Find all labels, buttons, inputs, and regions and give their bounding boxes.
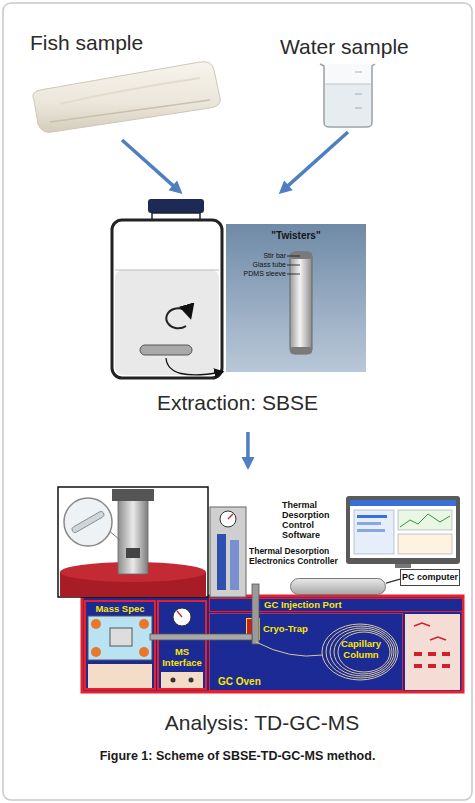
pc-monitor [346,496,460,568]
component-label: Mass Spec [86,603,154,614]
connector-stroke [286,132,348,187]
fish-fillet [33,62,220,133]
capillary-coil [256,624,398,680]
controller-capsule: Thermal Desorption Electronics Controlle… [290,578,386,595]
software-label: Thermal Desorption Control Software [282,500,346,540]
arrow-head [241,457,254,470]
thermal-desorber-photo [58,487,208,598]
sample-box: Fish sample [22,28,222,140]
connector-line [386,579,400,583]
flow-arrow [241,432,254,470]
step-heading: Extraction: SBSE [100,390,375,416]
flow-arrow [279,132,348,194]
component-label: Thermal Desorption Electronics Controlle… [249,546,345,566]
figure-frame [3,3,472,800]
cryo-trap-box: Cryo-Trap [246,618,260,640]
component-label: GC Oven [218,676,298,688]
sample-heading: Fish sample [30,30,220,56]
extraction-box: Extraction: SBSE "Twisters" Stir barGlass … [100,194,375,426]
step-heading: Analysis: TD-GC-MS [56,710,468,736]
injection-port-bar: GC Injection Port [209,598,463,612]
arrow-head [168,180,182,194]
thermal-desorption-unit [210,507,259,644]
sample-heading: Water sample [280,34,430,60]
oven-keypad [405,614,460,690]
connector-stroke [246,432,250,460]
pc-box: PC computer [400,569,460,586]
flow-arrow [122,140,183,194]
ms-interface-parts [150,608,252,688]
panel-title: "Twisters" [226,230,366,242]
instrument-panel [82,596,463,692]
analysis-box: Analysis: TD-GC-MS Thermal Desorption Ele… [56,470,468,740]
column-label: Capillary Column [330,638,392,660]
part-label: Stir bar [228,252,286,260]
figure-caption: Figure 1: Scheme of SBSE-TD-GC-MS method… [0,748,475,764]
mass-spec-schematic [88,616,152,688]
part-label: PDMS sleeve [228,270,286,278]
twister-stir-bar [287,252,312,354]
twister-panel: "Twisters" Stir barGlass tubePDMS sleeve [226,224,366,372]
part-label: Glass tube [228,261,286,269]
extraction-vial [112,199,222,378]
beaker [320,64,375,127]
ms-interface-box: MS Interface [157,600,207,690]
mass-spec-box: Mass Spec [84,600,156,690]
arrow-head [279,180,293,194]
component-label: MS Interface [159,646,205,668]
connector-stroke [386,579,400,583]
component-label: GC Injection Port [264,599,444,611]
sample-box: Water sample [268,28,428,132]
component-label: Cryo-Trap [263,623,333,635]
connector-stroke [122,140,175,187]
component-label: PC computer [401,572,459,583]
